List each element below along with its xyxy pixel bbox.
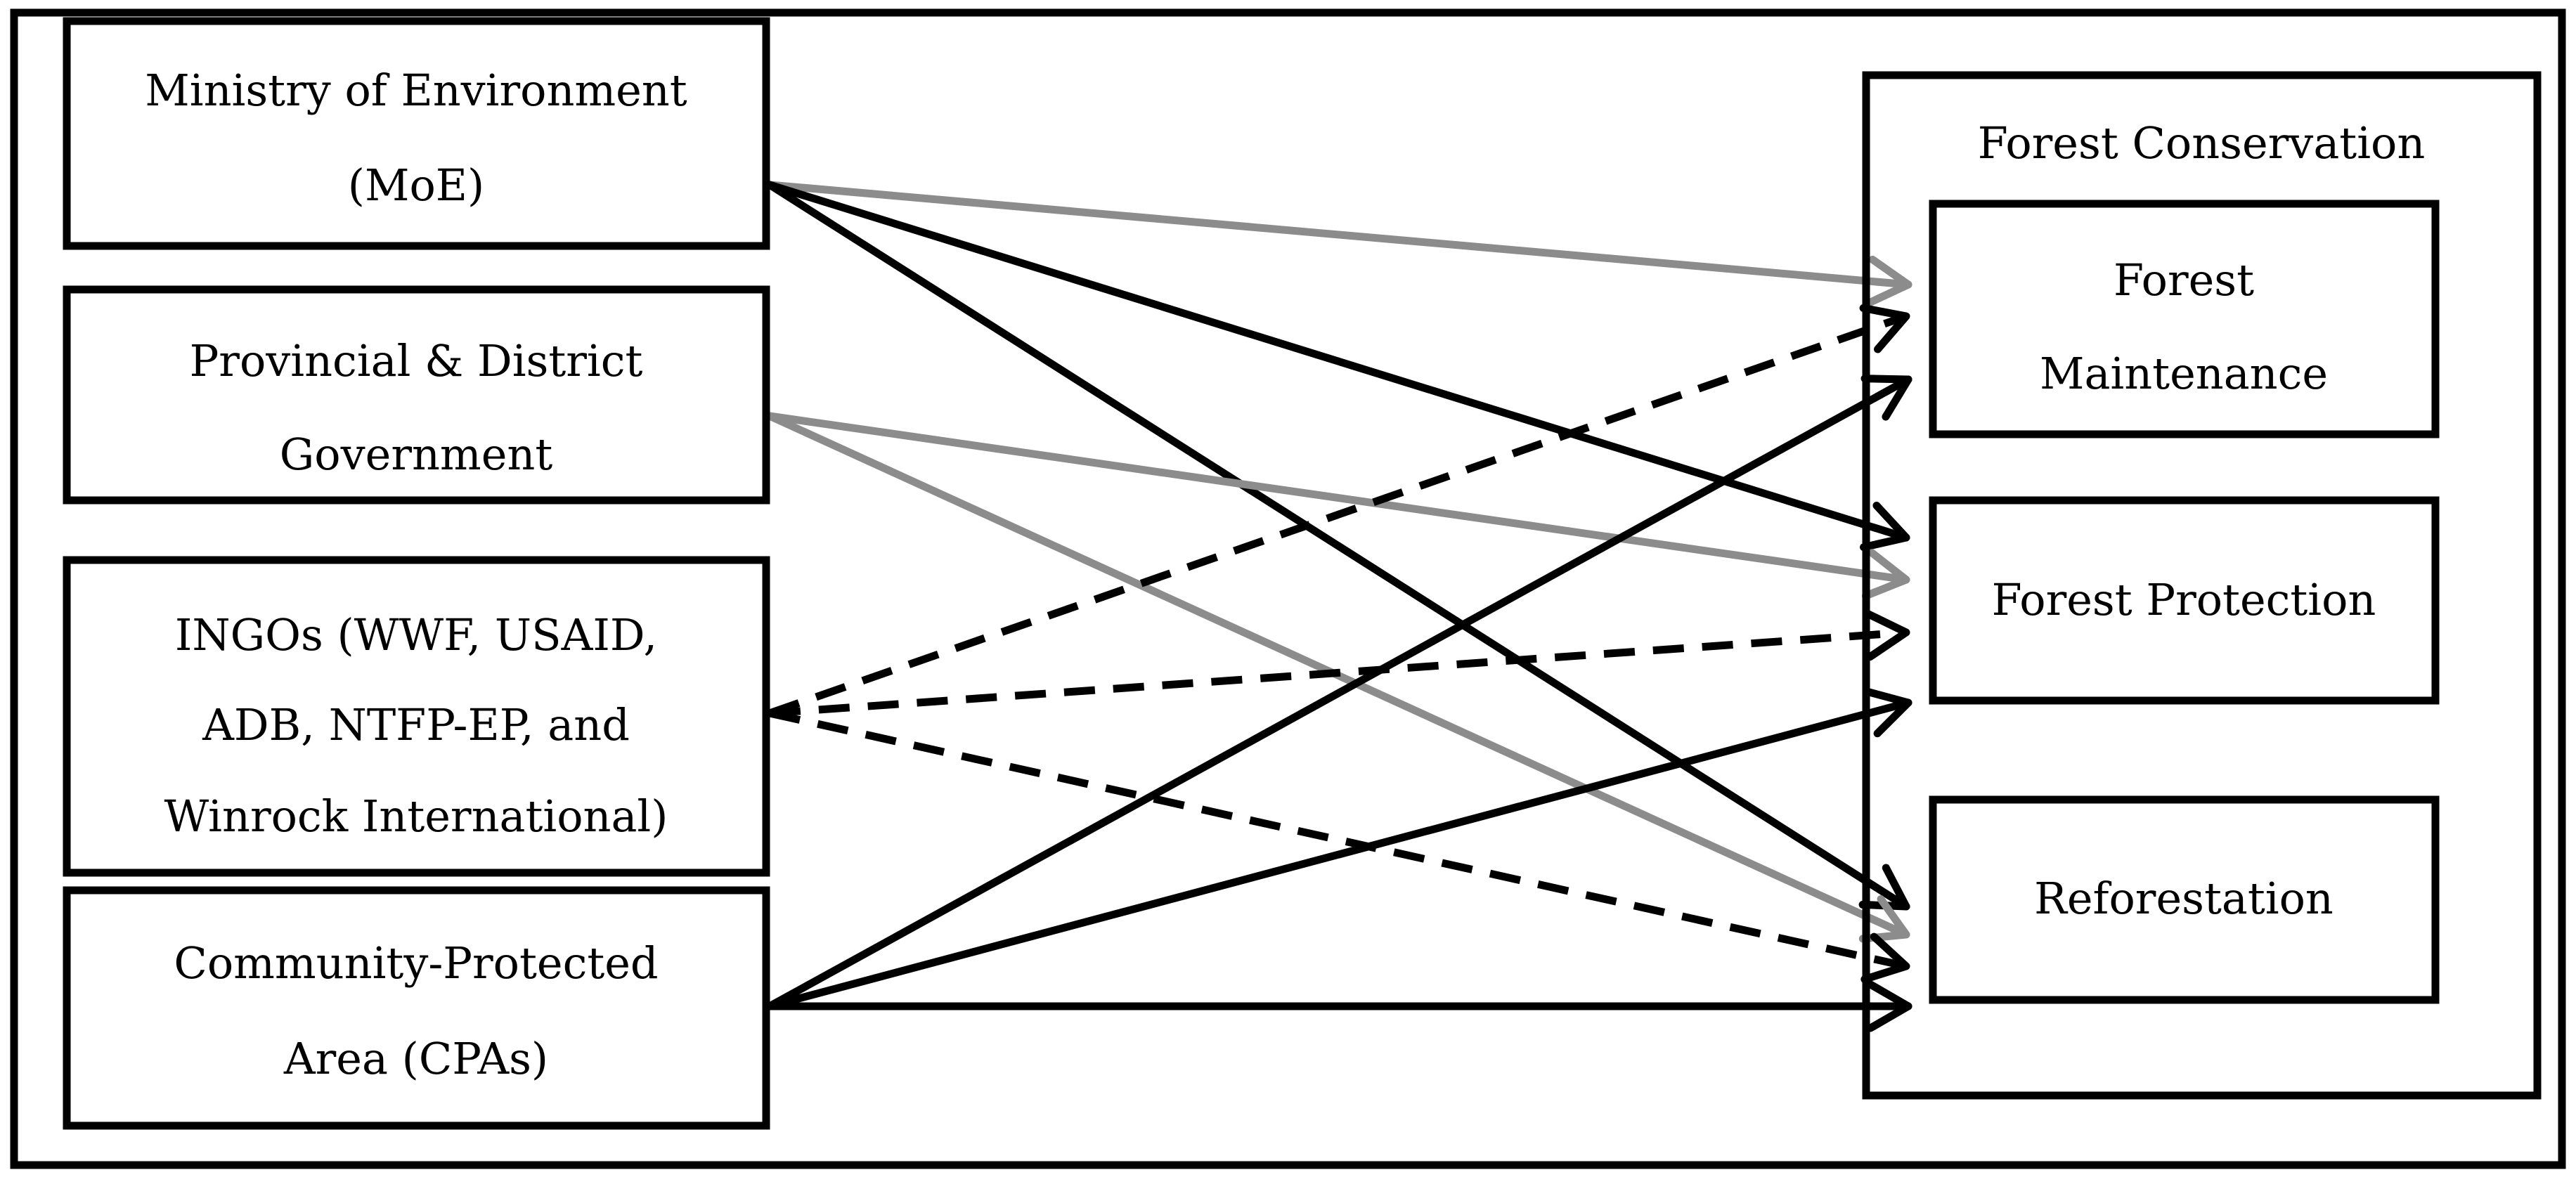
outcome-protection-line-1: Forest Protection (1992, 574, 2376, 625)
forest-conservation-group: Forest Conservation Forest Maintenance F… (1862, 71, 2542, 1100)
arrow-shaft-moe-to-maintenance (765, 181, 1912, 289)
arrow-moe-to-protection (765, 181, 1910, 552)
actor-provincial: Provincial & District Government (63, 285, 770, 505)
arrow-cpa-to-reforestation (765, 980, 1912, 1032)
actor-provincial-line-1: Provincial & District (190, 335, 643, 386)
arrow-head-cpa-to-reforestation (1866, 980, 1912, 1032)
forest-conservation-frame (1862, 71, 2542, 1100)
arrow-shaft-ingos-to-maintenance (768, 312, 1908, 717)
arrow-head-cpa-to-maintenance (1860, 375, 1912, 421)
actor-ingos: INGOs (WWF, USAID, ADB, NTFP-EP, and Win… (63, 556, 770, 877)
arrow-head-ingos-to-maintenance (1859, 304, 1910, 353)
arrow-ingos-to-maintenance (768, 304, 1910, 717)
links-layer (765, 181, 1912, 1032)
actor-provincial-line-2: Government (280, 429, 553, 480)
arrow-shaft-provincial-to-protection (765, 412, 1910, 584)
arrow-head-moe-to-maintenance (1865, 255, 1912, 307)
outcome-reforestation-line-1: Reforestation (2034, 873, 2334, 924)
actor-ingos-line-2: ADB, NTFP-EP, and (202, 699, 630, 750)
arrow-head-provincial-to-protection (1861, 549, 1910, 600)
arrow-ingos-to-reforestation (768, 709, 1910, 984)
arrow-head-moe-to-reforestation (1858, 864, 1910, 911)
actor-box-provincial (63, 285, 770, 505)
arrow-head-moe-to-protection (1860, 501, 1910, 552)
actor-cpa-line-1: Community-Protected (174, 937, 658, 989)
arrow-shaft-moe-to-protection (765, 181, 1910, 542)
arrow-moe-to-maintenance (765, 181, 1912, 307)
arrow-provincial-to-protection (765, 412, 1910, 600)
actor-moe-line-2: (MoE) (348, 160, 484, 211)
actor-ingos-line-1: INGOs (WWF, USAID, (175, 609, 657, 661)
outcome-maintenance: Forest Maintenance (1929, 200, 2440, 438)
arrow-head-ingos-to-reforestation (1860, 932, 1910, 984)
actor-box-cpa (63, 886, 770, 1130)
outcome-box-protection (1929, 496, 2440, 705)
actor-cpa: Community-Protected Area (CPAs) (63, 886, 770, 1130)
outcome-box-reforestation (1929, 795, 2440, 1004)
arrow-cpa-to-maintenance (765, 375, 1912, 1010)
actor-box-moe (63, 17, 770, 250)
outcome-maintenance-line-1: Forest (2114, 254, 2254, 306)
actor-ingos-line-3: Winrock International) (164, 791, 668, 842)
outcome-maintenance-line-2: Maintenance (2040, 348, 2328, 399)
outer-frame (10, 8, 2566, 1169)
outcome-box-maintenance (1929, 200, 2440, 438)
forest-conservation-title: Forest Conservation (1978, 117, 2426, 169)
outcome-reforestation: Reforestation (1929, 795, 2440, 1004)
arrow-head-cpa-to-protection (1862, 687, 1912, 738)
outcome-protection: Forest Protection (1929, 496, 2440, 705)
actor-cpa-line-2: Area (CPAs) (283, 1033, 548, 1084)
actor-moe-line-1: Ministry of Environment (145, 65, 687, 116)
arrow-moe-to-reforestation (765, 181, 1910, 911)
arrow-shaft-moe-to-reforestation (765, 181, 1910, 911)
arrow-shaft-ingos-to-protection (769, 628, 1907, 717)
actor-moe: Ministry of Environment (MoE) (63, 17, 770, 250)
arrow-head-ingos-to-protection (1863, 609, 1910, 661)
actor-box-ingos (63, 556, 770, 877)
arrow-ingos-to-protection (769, 609, 1910, 717)
arrow-shaft-cpa-to-protection (765, 698, 1912, 1010)
arrow-shaft-cpa-to-maintenance (765, 375, 1912, 1010)
arrow-cpa-to-protection (765, 687, 1912, 1010)
